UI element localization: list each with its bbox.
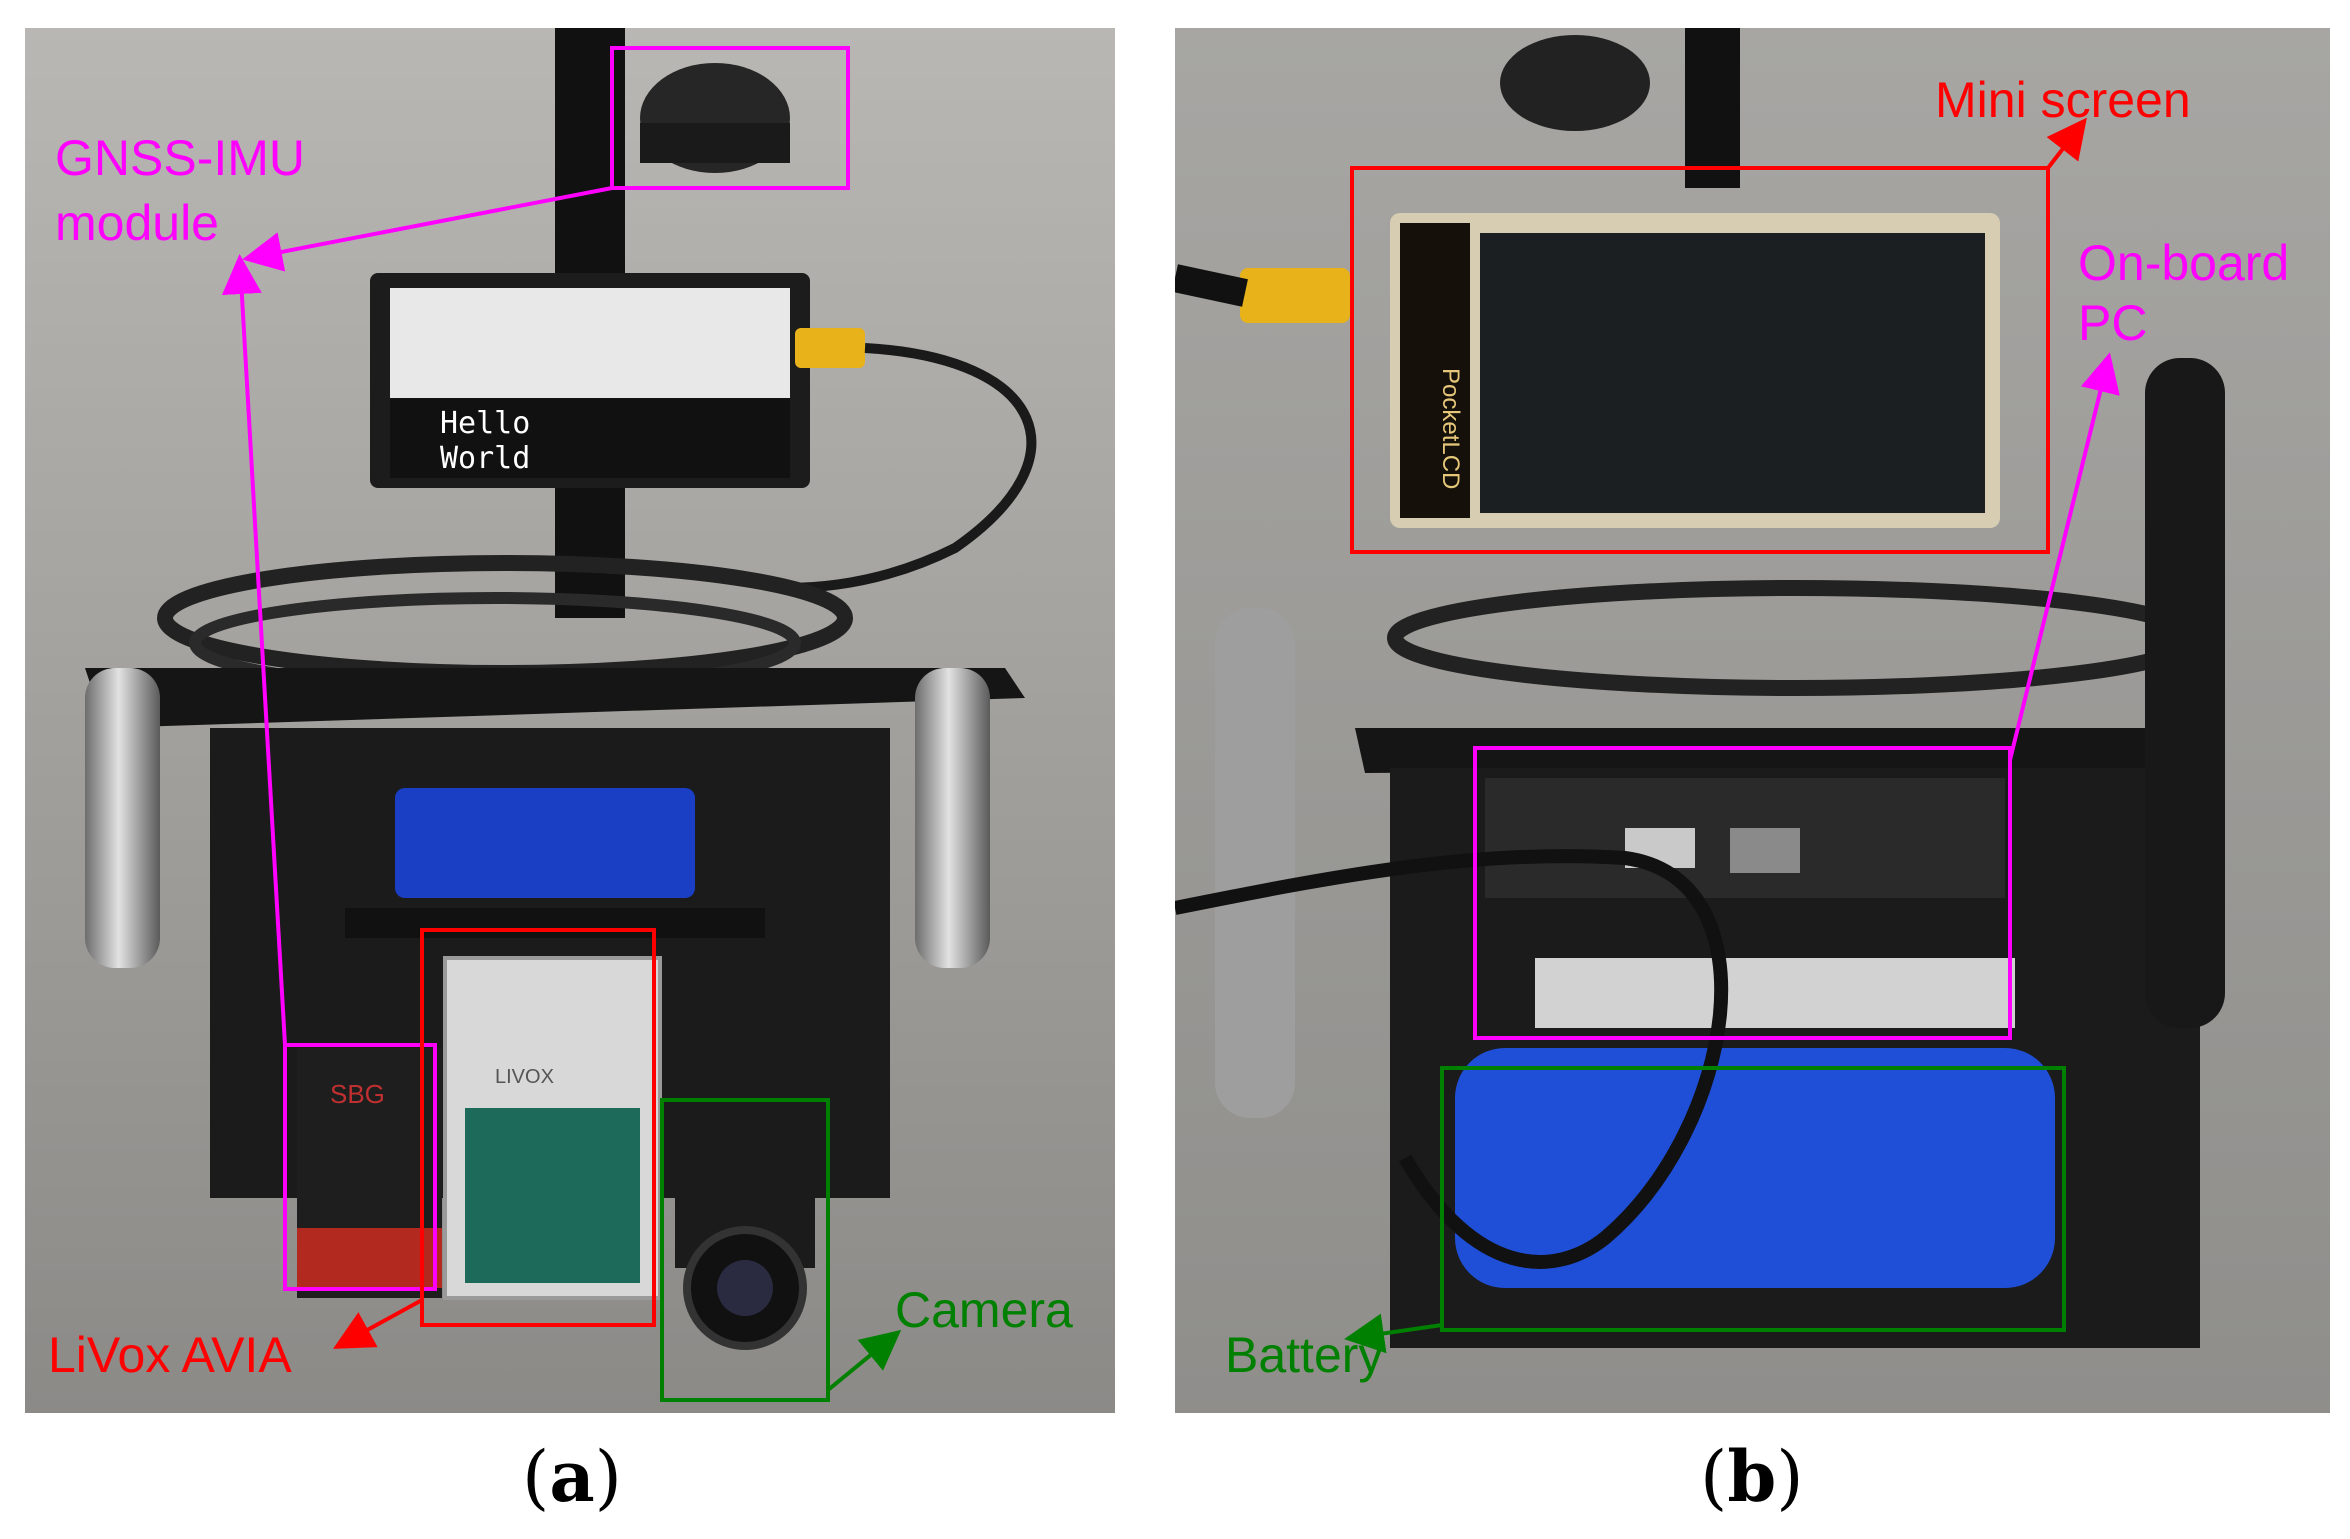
label-gnss-imu-line1: GNSS-IMU <box>55 130 305 186</box>
label-onboard-pc-line2: PC <box>2078 295 2148 351</box>
label-livox-avia: LiVox AVIA <box>48 1327 292 1383</box>
caption-b: (b) <box>1700 1435 1804 1518</box>
battery-a <box>395 788 695 898</box>
wifi-antenna <box>2145 358 2225 1028</box>
top-plate <box>85 668 1025 728</box>
svg-text:SBG: SBG <box>330 1079 385 1109</box>
battery-b <box>1455 1048 2055 1288</box>
label-gnss-imu-line2: module <box>55 195 219 251</box>
label-onboard-pc-line1: On-board <box>2078 235 2290 291</box>
svg-text:LIVOX: LIVOX <box>495 1066 554 1088</box>
label-camera: Camera <box>895 1282 1073 1338</box>
caption-a: (a) <box>522 1435 622 1518</box>
screen-text-world: World <box>440 441 530 476</box>
label-mini-screen: Mini screen <box>1935 72 2191 128</box>
label-battery: Battery <box>1225 1327 1384 1383</box>
screen-text-hello: Hello <box>440 406 530 441</box>
svg-text:PocketLCD: PocketLCD <box>1437 368 1464 489</box>
